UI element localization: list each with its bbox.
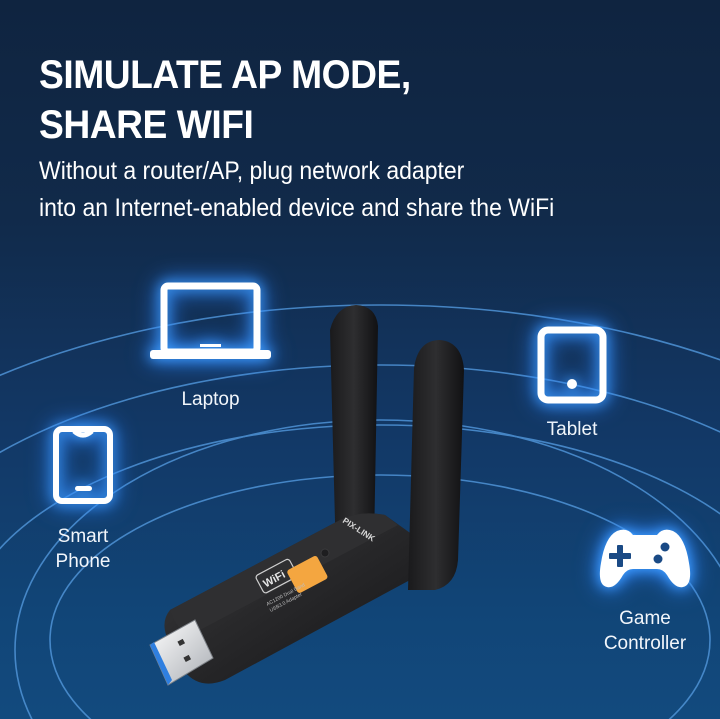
tablet-label: Tablet bbox=[546, 419, 598, 440]
device-tablet: Tablet bbox=[532, 326, 612, 442]
subtitle-line-2: into an Internet-enabled device and shar… bbox=[39, 194, 555, 222]
smartphone-icon bbox=[53, 426, 113, 504]
subtitle: Without a router/AP, plug network adapte… bbox=[39, 153, 554, 227]
device-smartphone: Smart Phone bbox=[38, 425, 128, 574]
device-game-controller: Game Controller bbox=[595, 525, 695, 656]
game-controller-label: Game Controller bbox=[595, 606, 695, 656]
subtitle-line-1: Without a router/AP, plug network adapte… bbox=[39, 157, 465, 185]
antenna-back bbox=[330, 305, 378, 560]
game-controller-label-line-1: Game bbox=[619, 608, 671, 629]
game-controller-label-line-2: Controller bbox=[603, 633, 687, 654]
smartphone-label-line-1: Smart bbox=[57, 526, 109, 547]
smartphone-label: Smart Phone bbox=[38, 524, 128, 574]
smartphone-label-line-2: Phone bbox=[55, 551, 111, 572]
tablet-icon bbox=[537, 326, 607, 404]
device-laptop: Laptop bbox=[148, 282, 273, 412]
gamepad-icon bbox=[599, 529, 691, 588]
title-line-1: SIMULATE AP MODE, bbox=[39, 53, 411, 97]
title-line-2: SHARE WIFI bbox=[39, 103, 254, 147]
antenna-front bbox=[408, 340, 464, 590]
page-title: SIMULATE AP MODE, SHARE WIFI bbox=[39, 50, 411, 150]
laptop-icon bbox=[150, 282, 271, 359]
laptop-label: Laptop bbox=[181, 389, 240, 410]
